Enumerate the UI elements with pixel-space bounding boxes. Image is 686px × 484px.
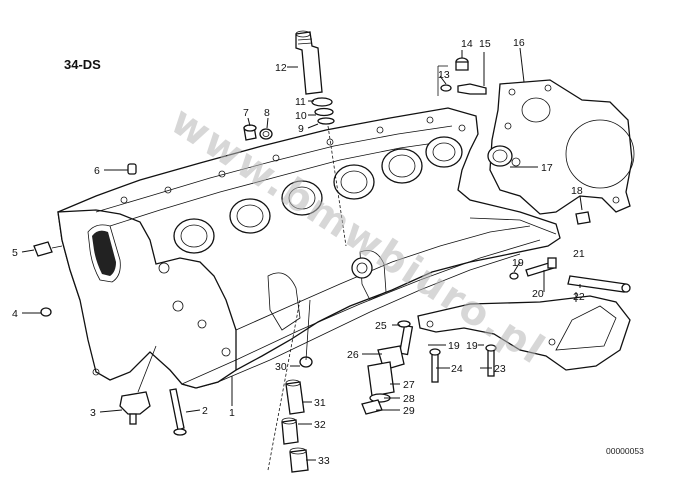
cylinder-bores [173,136,463,254]
callout-17: 17 [541,162,553,174]
callout-7: 7 [243,107,249,119]
callout-20: 20 [532,288,544,300]
group-code: 34-DS [64,57,101,72]
callout-26: 26 [347,349,359,361]
callout-1: 1 [229,407,235,419]
callout-19-upper: 19 [512,257,524,269]
callout-24: 24 [451,363,463,375]
callout-13: 13 [438,69,450,81]
callout-25: 25 [375,320,387,332]
callout-6: 6 [94,165,100,177]
callout-19-middle: 19 [448,340,460,352]
callout-4: 4 [12,308,18,320]
plug-left-drawing [40,307,52,317]
dowel-pin-drawing [127,163,137,175]
callout-19-right: 19 [466,340,478,352]
bolt-set-drawing [437,57,487,96]
shaft-seal-drawing [487,145,513,167]
callout-16: 16 [513,37,525,49]
end-plate-drawing [489,79,635,215]
callout-15: 15 [479,38,491,50]
callout-23: 23 [494,363,506,375]
dipstick-tube-drawing [295,30,323,95]
callout-30: 30 [275,361,287,373]
callout-14: 14 [461,38,473,50]
callout-32: 32 [314,419,326,431]
engine-mount-bracket-drawing [417,295,631,371]
seal-rings-drawing [311,97,335,125]
mount-bolt-drawing [509,257,557,280]
rubber-mount-drawing [119,345,157,425]
callout-8: 8 [264,107,270,119]
callout-2: 2 [202,405,208,417]
engine-block-drawing [57,107,561,389]
callout-5: 5 [12,247,18,259]
plug-and-washer-drawing [243,124,273,141]
callout-31: 31 [314,397,326,409]
callout-labels: 12 11 10 9 7 8 6 14 15 13 16 17 18 19 20… [12,37,585,467]
long-bolt-drawing [169,388,187,436]
head-bolt-holes [120,116,466,204]
dowel-sleeve-drawing [567,275,631,293]
leader-lines [21,47,583,461]
nut-drawing [575,211,591,225]
callout-12: 12 [275,62,287,74]
callout-11: 11 [295,96,306,108]
callout-22: 22 [573,291,585,303]
reference-number: 00000053 [606,446,644,456]
callout-10: 10 [295,110,307,122]
callout-18: 18 [571,185,583,197]
callout-21: 21 [573,248,585,260]
callout-29: 29 [403,405,415,417]
temperature-sensor-drawing [33,241,63,257]
callout-27: 27 [403,379,415,391]
callout-3: 3 [90,407,96,419]
callout-9: 9 [298,123,304,135]
callout-28: 28 [403,393,415,405]
callout-33: 33 [318,455,330,467]
bushings-drawing [267,299,313,473]
bracket-bolts-drawing [429,344,497,383]
